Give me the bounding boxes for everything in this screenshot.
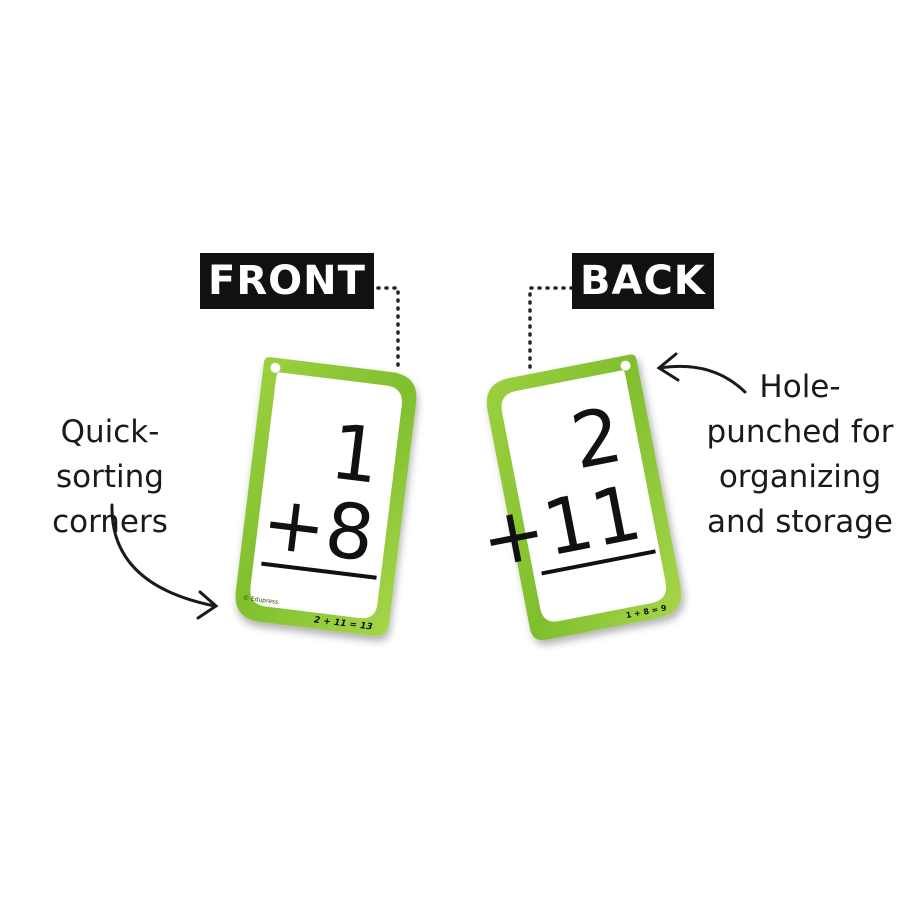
front-answer-line — [261, 561, 377, 580]
front-label: FRONT — [200, 253, 374, 309]
front-logo: © Edupress — [243, 595, 279, 606]
quick-sorting-annotation: Quick-sorting corners — [10, 410, 210, 545]
arrow-left-icon — [656, 352, 747, 394]
annotation-line: and storage — [707, 504, 893, 540]
hole-punched-annotation: Hole- punched for organizing and storage — [700, 365, 900, 545]
annotation-line: corners — [52, 504, 168, 540]
back-answer-line — [541, 549, 656, 576]
annotation-line: Quick-sorting — [56, 414, 164, 495]
front-bottom-number: +8 — [257, 477, 379, 579]
back-connector — [528, 286, 574, 374]
annotation-line: punched for — [706, 414, 894, 450]
annotation-line: Hole- — [759, 369, 841, 405]
front-top-number: 1 — [326, 407, 385, 501]
annotation-line: organizing — [718, 459, 882, 495]
curved-arrow-icon — [110, 503, 219, 620]
back-label: BACK — [572, 253, 714, 309]
